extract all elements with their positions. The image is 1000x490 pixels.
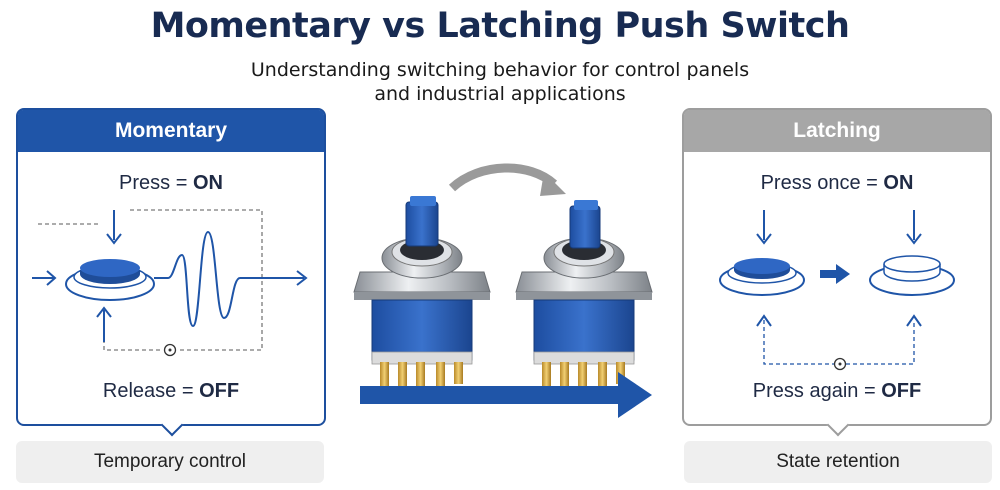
- up-arrow-icon: [906, 314, 922, 327]
- junction-icon: [163, 343, 177, 357]
- momentary-footer: Temporary control: [16, 441, 324, 483]
- toggle-switch-icon: [515, 200, 653, 390]
- latching-again-text: Press again = OFF: [684, 380, 990, 403]
- momentary-release-label: Release =: [102, 380, 200, 402]
- momentary-press-label: Press =: [119, 172, 193, 194]
- momentary-header: Momentary: [18, 110, 324, 152]
- push-button-outline-icon: [869, 255, 955, 296]
- down-arrow-icon: [756, 210, 772, 245]
- page-title: Momentary vs Latching Push Switch: [150, 6, 850, 46]
- toggle-switch-icon: [353, 196, 491, 390]
- down-arrow-icon: [106, 210, 122, 245]
- up-arrow-icon: [96, 306, 112, 342]
- right-arrow-icon: [32, 270, 57, 286]
- latching-diagram: [719, 210, 955, 371]
- right-arrow-icon: [820, 264, 850, 284]
- push-button-icon: [719, 258, 805, 296]
- latching-panel: Latching Press once = ON: [682, 108, 992, 437]
- latching-press-label: Press once =: [760, 172, 884, 194]
- waveform-icon: [154, 230, 258, 328]
- momentary-release-text: Release = OFF: [18, 380, 324, 403]
- dashed-loop: [38, 209, 263, 351]
- big-right-arrow-icon: [360, 372, 652, 418]
- push-button-icon: [65, 259, 155, 301]
- dashed-loop: [763, 320, 915, 365]
- momentary-panel: Momentary Press = ON: [16, 108, 326, 437]
- page-subtitle: Understanding switching behavior for con…: [250, 59, 750, 105]
- output-arrow-icon: [256, 270, 308, 286]
- latching-footer: State retention: [684, 441, 992, 483]
- momentary-diagram: [32, 209, 308, 357]
- momentary-release-state: OFF: [199, 380, 240, 402]
- latching-header: Latching: [684, 110, 990, 152]
- latching-press-text: Press once = ON: [684, 172, 990, 195]
- up-arrow-icon: [756, 314, 772, 327]
- junction-icon: [833, 357, 847, 371]
- latching-press-state: ON: [883, 172, 914, 194]
- switch-illustration: [353, 163, 653, 418]
- curved-arrow-icon: [448, 163, 566, 196]
- down-arrow-icon: [906, 210, 922, 245]
- momentary-press-text: Press = ON: [18, 172, 324, 195]
- latching-again-state: OFF: [881, 380, 922, 402]
- momentary-press-state: ON: [192, 172, 223, 194]
- latching-again-label: Press again =: [752, 380, 882, 402]
